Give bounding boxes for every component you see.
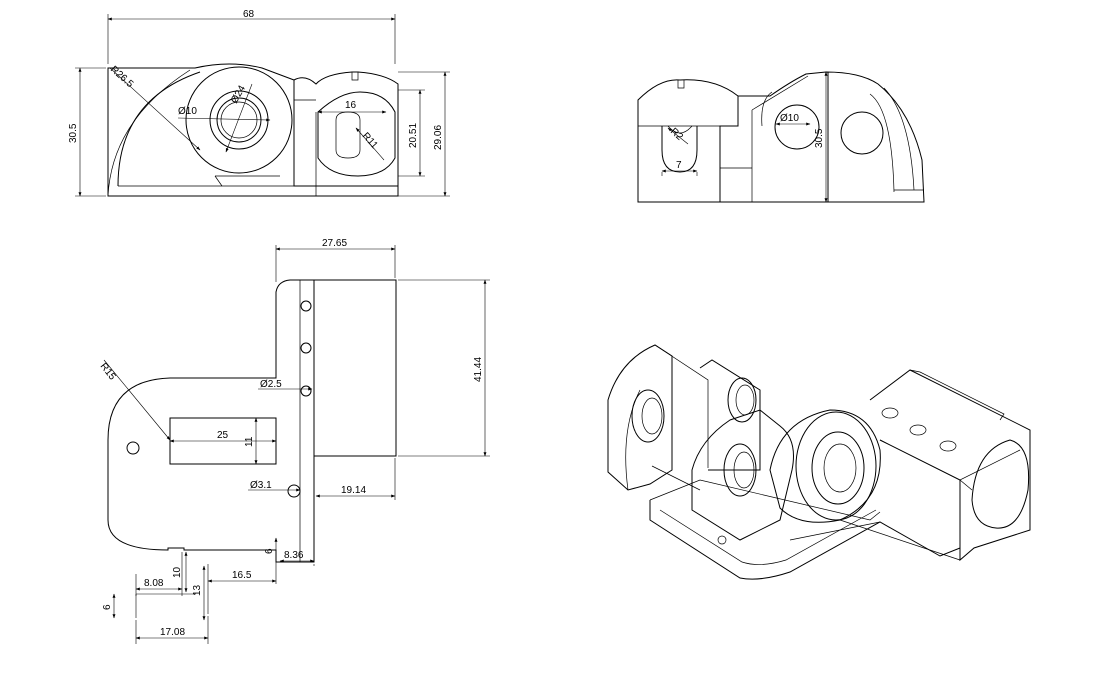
front-slot	[317, 91, 396, 177]
top-hole-2	[300, 342, 312, 354]
iso-mid-fin	[691, 409, 794, 541]
dim-top-pocket-height: 11	[244, 436, 255, 447]
iso-boss	[769, 409, 881, 523]
dim-front-hole-large: Ø24	[229, 83, 248, 105]
front-boss-outer	[185, 66, 293, 174]
dim-top-medium-hole: Ø3.1	[250, 480, 272, 491]
top-hole-left	[126, 441, 140, 455]
side-outline	[637, 79, 739, 203]
front-clamp-body	[293, 71, 399, 196]
isometric-view	[607, 344, 1031, 580]
dim-top-tab-drop: 13	[192, 584, 203, 596]
dim-top-notch-depth: 10	[172, 566, 183, 578]
top-block	[313, 279, 397, 457]
dim-top-corner-radius: R15	[98, 361, 118, 383]
dim-top-small-hole: Ø2.5	[260, 379, 282, 390]
dim-side-height: 30.5	[814, 128, 825, 148]
top-outline	[107, 279, 315, 563]
dim-top-pocket-width: 25	[217, 430, 229, 441]
iso-base	[649, 500, 961, 580]
dim-front-hole-small: Ø10	[178, 106, 197, 117]
iso-clamp	[869, 369, 1031, 562]
dim-front-height-right: 29.06	[433, 125, 444, 150]
iso-left-wall	[607, 344, 673, 491]
dim-front-slot-height: 20.51	[408, 123, 419, 148]
dim-top-tab-height: 6	[102, 604, 113, 610]
dim-front-slot-width: 16	[345, 100, 357, 111]
top-hole-1	[300, 300, 312, 312]
dim-front-slot-radius: R11	[360, 131, 380, 152]
top-view: 27.65 R15 Ø2.5 25 11 41.44 Ø3.1 19.14 6 …	[98, 238, 490, 644]
dim-top-gap-width: 16.5	[232, 570, 252, 581]
dim-top-upper-width: 27.65	[322, 238, 347, 249]
top-hole-3	[300, 385, 312, 397]
dim-front-width: 68	[243, 9, 255, 20]
iso-left-block	[699, 359, 761, 471]
dim-top-step-width: 8.36	[284, 550, 304, 561]
dim-top-step-small: 6	[264, 548, 275, 554]
dim-side-hole: Ø10	[780, 113, 799, 124]
dim-side-slot-width: 7	[676, 160, 682, 171]
dim-top-notch-width: 8.08	[144, 578, 164, 589]
dim-top-block-height: 41.44	[473, 357, 484, 382]
side-view: R2 7 Ø10 30.5	[637, 71, 925, 203]
dim-top-block-offset: 19.14	[341, 485, 366, 496]
dim-front-height-left: 30.5	[68, 123, 79, 143]
dim-top-tab-total: 17.08	[160, 627, 185, 638]
front-view: 68 30.5 R26.5 Ø10 Ø24 16 R11 20.51 29.06	[68, 9, 450, 197]
front-outer-arc	[117, 71, 201, 187]
side-hole	[774, 104, 820, 150]
top-hole-4	[287, 484, 301, 498]
side-boss	[840, 111, 884, 155]
